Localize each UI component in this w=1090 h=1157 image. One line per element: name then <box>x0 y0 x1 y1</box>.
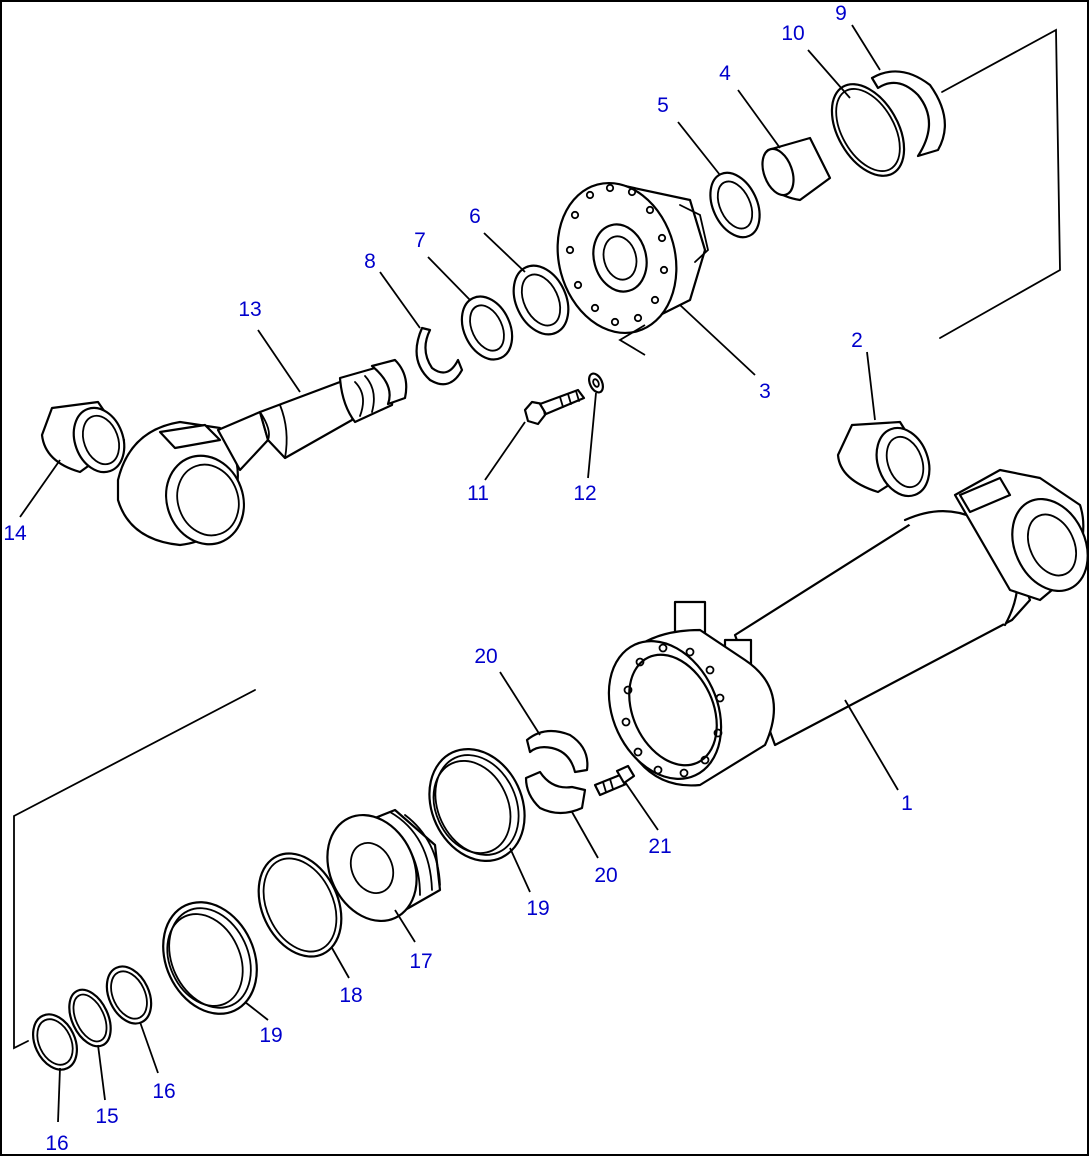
callout-part-16-lower: 16 <box>45 1132 68 1155</box>
callout-part-2: 2 <box>851 329 863 352</box>
callout-part-1: 1 <box>901 792 913 815</box>
callout-part-13: 13 <box>238 298 261 321</box>
callout-part-8: 8 <box>364 250 376 273</box>
screw-part-21 <box>593 764 636 797</box>
ring-part-10 <box>830 83 906 177</box>
callout-part-12: 12 <box>573 482 596 505</box>
callout-part-20-upper: 20 <box>474 645 497 668</box>
seal-part-19-upper <box>428 747 526 863</box>
callout-part-17: 17 <box>409 950 432 973</box>
nut-half-part-20-lower <box>524 770 587 815</box>
snap-ring-part-8 <box>415 326 464 386</box>
callout-part-16-upper: 16 <box>152 1080 175 1103</box>
seal-ring-part-5 <box>709 171 761 239</box>
callout-labels: 1 2 3 4 5 6 7 8 9 10 11 12 13 14 15 16 1… <box>3 2 913 1155</box>
nut-half-part-20-upper <box>525 729 589 774</box>
ring-part-16-upper <box>105 965 153 1025</box>
callout-part-14: 14 <box>3 522 27 545</box>
callout-part-21: 21 <box>648 835 671 858</box>
cylinder-tube-part-1 <box>607 468 1089 787</box>
callout-part-19-upper: 19 <box>526 897 549 920</box>
seal-ring-part-7 <box>460 295 514 361</box>
wear-ring-part-18 <box>257 852 343 958</box>
assembly-bracket-upper <box>939 28 1061 339</box>
assembly-bracket-lower <box>13 689 256 1050</box>
callout-part-10: 10 <box>781 22 804 45</box>
callout-part-15: 15 <box>95 1105 118 1128</box>
callout-part-20-lower: 20 <box>594 864 617 887</box>
bushing-part-4 <box>761 136 832 202</box>
callout-part-9: 9 <box>835 2 847 25</box>
callout-part-5: 5 <box>657 94 669 117</box>
ring-part-15 <box>68 988 112 1048</box>
leader-lines <box>19 24 899 1123</box>
bolt-part-11 <box>523 388 586 426</box>
cylinder-head-part-3 <box>556 181 709 335</box>
callout-part-3: 3 <box>759 380 771 403</box>
seal-part-19-lower <box>162 901 258 1015</box>
bushing-part-14 <box>40 400 126 474</box>
washer-part-12 <box>588 372 604 394</box>
callout-part-6: 6 <box>469 205 481 228</box>
callout-part-7: 7 <box>414 229 426 252</box>
piston-rod-part-13 <box>116 358 408 547</box>
callout-part-18: 18 <box>339 984 362 1007</box>
ring-part-16-lower <box>32 1013 78 1071</box>
wiper-ring-part-9 <box>870 70 946 158</box>
callout-part-19-lower: 19 <box>259 1024 282 1047</box>
callout-part-11: 11 <box>467 482 489 505</box>
seal-ring-part-6 <box>512 264 570 336</box>
bushing-part-2 <box>836 420 931 498</box>
piston-part-17 <box>326 808 442 923</box>
callout-part-4: 4 <box>719 62 731 85</box>
